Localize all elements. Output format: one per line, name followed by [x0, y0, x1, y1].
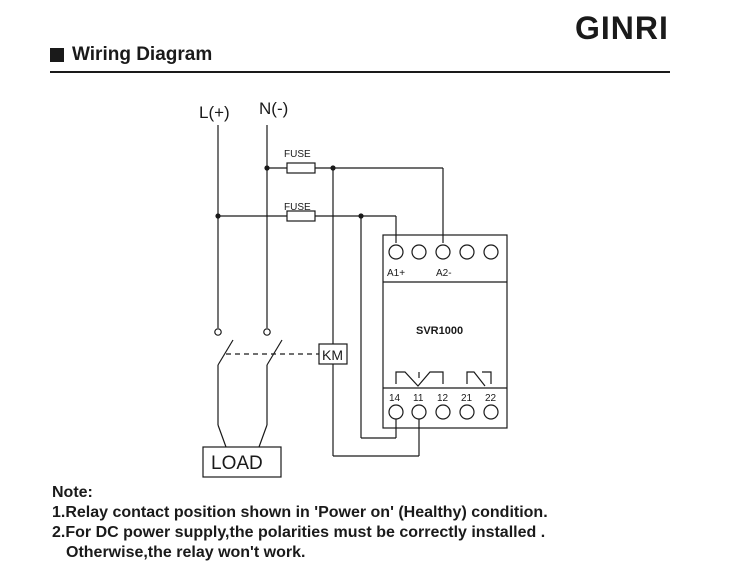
contact-terminal — [411, 404, 427, 420]
switch-l-blade — [217, 339, 234, 366]
junction-dot — [264, 165, 270, 171]
coil-terminal — [483, 244, 499, 260]
section-header: Wiring Diagram — [50, 44, 212, 66]
l-load-slant — [217, 424, 227, 448]
contact-symbol-2b — [482, 371, 492, 384]
junction-dot — [330, 165, 336, 171]
load-label: LOAD — [211, 453, 263, 474]
page-title: Wiring Diagram — [72, 44, 213, 65]
switch-n-terminal — [263, 328, 271, 336]
notes-heading: Note: — [52, 484, 93, 501]
fuse-bottom-label: FUSE — [284, 202, 311, 213]
coil-a1-label: A1+ — [387, 268, 405, 279]
contact-symbol-1 — [395, 371, 444, 387]
fuse-top — [286, 162, 316, 174]
contact-terminal — [483, 404, 499, 420]
switch-n-blade — [266, 339, 283, 366]
terminal-n-label: N(-) — [259, 99, 288, 118]
contact-terminal — [388, 404, 404, 420]
relay-model-label: SVR1000 — [416, 325, 463, 337]
contact-terminal — [435, 404, 451, 420]
coil-terminal — [411, 244, 427, 260]
fuse-top-label: FUSE — [284, 149, 311, 160]
coil-terminal — [388, 244, 404, 260]
contact-symbol-2 — [466, 371, 486, 387]
junction-dot — [358, 213, 364, 219]
note-line-2: 2.For DC power supply,the polarities mus… — [52, 524, 546, 541]
km-label: KM — [322, 347, 343, 363]
notes-section: Note: 1.Relay contact position shown in … — [52, 483, 548, 563]
switch-l-terminal — [214, 328, 222, 336]
contact-label: 22 — [485, 393, 497, 404]
note-line-3: Otherwise,the relay won't work. — [66, 544, 306, 561]
contact-label: 21 — [461, 393, 473, 404]
n-load-slant — [258, 424, 268, 448]
square-bullet-icon — [50, 48, 64, 62]
terminal-l-label: L(+) — [199, 103, 230, 122]
load-box — [202, 446, 282, 478]
header-divider — [50, 71, 670, 73]
coil-terminal — [459, 244, 475, 260]
contact-label: 11 — [413, 393, 424, 404]
relay-module — [382, 234, 508, 429]
junction-dot — [215, 213, 221, 219]
brand-logo: GINRI — [575, 10, 669, 46]
contact-label: 12 — [437, 393, 449, 404]
contact-label: 14 — [389, 393, 401, 404]
coil-terminal — [435, 244, 451, 260]
coil-a2-label: A2- — [436, 268, 452, 279]
contact-terminal — [459, 404, 475, 420]
note-line-1: 1.Relay contact position shown in 'Power… — [52, 504, 548, 521]
